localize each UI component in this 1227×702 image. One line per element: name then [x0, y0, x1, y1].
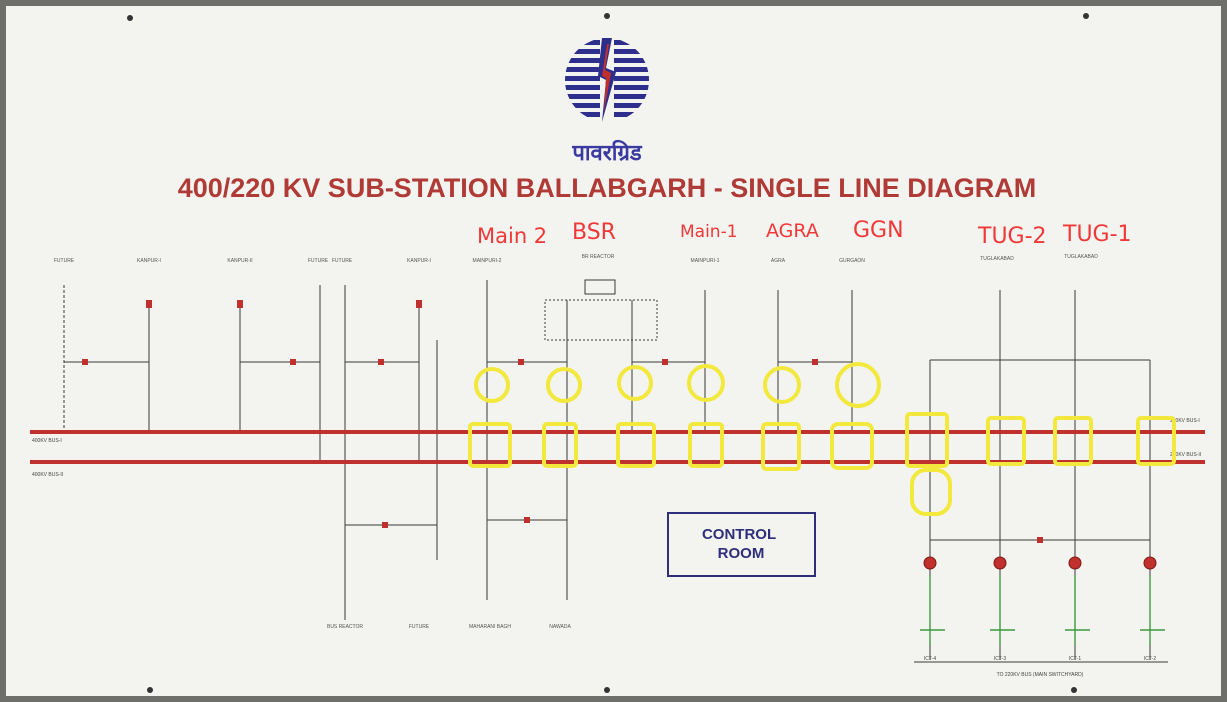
bus-400-ii-label: 400KV BUS-II: [32, 472, 63, 478]
annotation-ggn: GGN: [853, 218, 904, 243]
annotation-bsr: BSR: [572, 220, 616, 245]
yellow-highlights: [468, 362, 1176, 516]
bottom-label: MAHARANI BAGH: [469, 624, 511, 630]
annotation-tug-2: TUG-2: [977, 224, 1047, 249]
annotation-tug-1: TUG-1: [1062, 222, 1132, 247]
bay-label: KANPUR-II: [227, 258, 252, 264]
handwritten-annotations: Main 2 BSR Main-1 AGRA GGN TUG-2 TUG-1: [477, 218, 1132, 249]
bottom-label: NAWADA: [549, 624, 571, 630]
ict-labels: ICT-4 ICT-3 ICT-1 ICT-2: [924, 656, 1156, 662]
control-room-label: CONTROL ROOM: [702, 526, 780, 562]
bottom-label: FUTURE: [409, 624, 430, 630]
bay-label: TUGLAKABAD: [980, 256, 1014, 262]
control-room-line-2: ROOM: [718, 545, 765, 562]
control-room-line-1: CONTROL: [702, 526, 776, 543]
annotation-agra: AGRA: [766, 220, 819, 242]
ict-label: ICT-1: [1069, 656, 1081, 662]
bus-220-ii-label: 220KV BUS-II: [1170, 452, 1201, 458]
circuit-breakers: [82, 300, 1043, 543]
bay-label: FUTURE: [54, 258, 75, 264]
annotation-main-1: Main-1: [680, 222, 738, 242]
logo-hindi-text: पावरग्रिड: [571, 139, 643, 165]
annotation-main-2: Main 2: [477, 224, 547, 248]
green-bay-sections: [920, 575, 1165, 645]
ict-label: ICT-4: [924, 656, 936, 662]
bay-label: KANPUR-I: [407, 258, 431, 264]
bay-label: TUGLAKABAD: [1064, 254, 1098, 260]
footer-note: TO 220KV BUS (MAIN SWITCHYARD): [997, 672, 1084, 678]
bottom-label: BUS REACTOR: [327, 624, 363, 630]
ict-transformers: [923, 556, 1157, 570]
control-room-box: CONTROL ROOM: [667, 512, 816, 577]
bay-label: FUTURE: [332, 258, 353, 264]
bay-label: GURGAON: [839, 258, 865, 264]
bay-label: MAINPURI-2: [473, 258, 502, 264]
ict-label: ICT-3: [994, 656, 1006, 662]
bay-label: AGRA: [771, 258, 786, 264]
ict-label: ICT-2: [1144, 656, 1156, 662]
bay-labels: FUTURE KANPUR-I KANPUR-II FUTURE FUTURE …: [54, 254, 1098, 264]
bay-label: KANPUR-I: [137, 258, 161, 264]
bottom-bay-labels: BUS REACTOR FUTURE MAHARANI BAGH NAWADA: [327, 624, 571, 630]
bus-400-i-label: 400KV BUS-I: [32, 438, 62, 444]
powergrid-logo-icon: [565, 36, 649, 124]
bus-labels: 400KV BUS-I 400KV BUS-II 220KV BUS-I 220…: [32, 418, 1201, 478]
diagram-title: 400/220 KV SUB-STATION BALLABGARH - SING…: [178, 173, 1037, 203]
bus-220-i-label: 220KV BUS-I: [1170, 418, 1200, 424]
mounting-screws: [127, 13, 1089, 693]
bay-label: BR REACTOR: [582, 254, 615, 260]
bay-label: FUTURE: [308, 258, 329, 264]
bay-label: MAINPURI-1: [691, 258, 720, 264]
